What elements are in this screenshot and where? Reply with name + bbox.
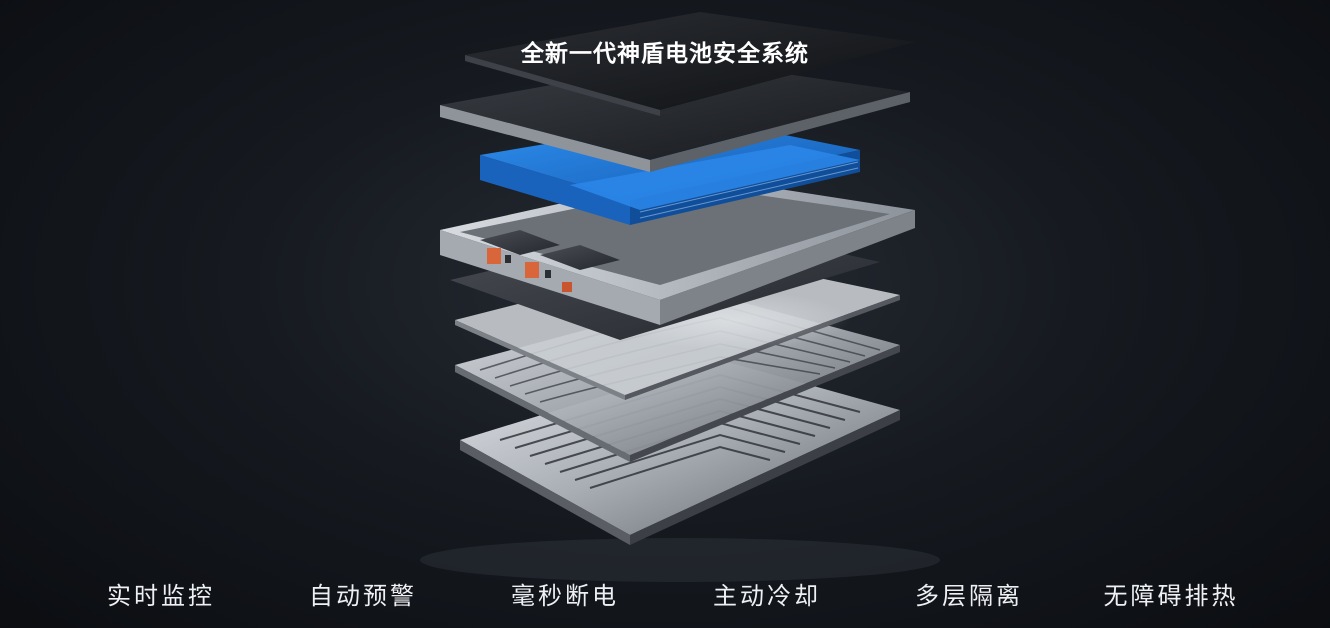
connector-cluster (487, 248, 572, 292)
feature-barrier-free-heat-exhaust: 无障碍排热 (1103, 582, 1239, 610)
feature-active-cooling: 主动冷却 (713, 582, 821, 610)
top-cover (465, 12, 915, 116)
feature-ms-power-cut: 毫秒断电 (511, 582, 619, 610)
page-title: 全新一代神盾电池安全系统 (521, 41, 809, 67)
feature-realtime-monitoring: 实时监控 (107, 582, 215, 610)
feature-multilayer-isolation: 多层隔离 (915, 582, 1023, 610)
battery-tray-frame (440, 175, 915, 325)
feature-list: 实时监控 自动预警 毫秒断电 主动冷却 多层隔离 无障碍排热 (66, 576, 1266, 616)
floor-reflection (420, 538, 940, 582)
feature-auto-warning: 自动预警 (309, 582, 417, 610)
